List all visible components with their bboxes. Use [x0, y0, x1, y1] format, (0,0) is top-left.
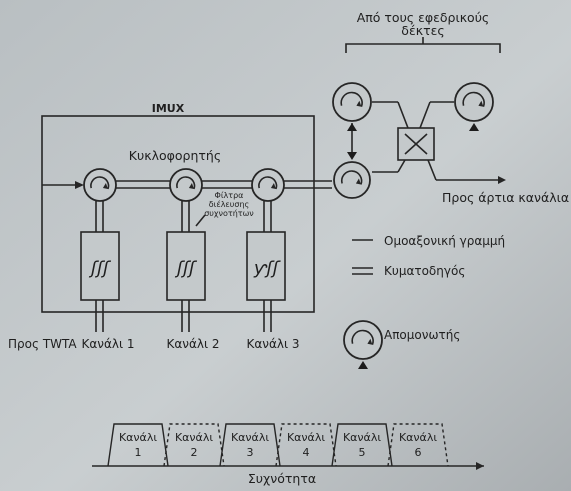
to-even-channels: Προς άρτια κανάλια	[442, 190, 569, 205]
circulator-2-icon	[169, 168, 203, 202]
spectrum-channel-5: Κανάλι 5	[331, 423, 393, 467]
circulator-label: Κυκλοφορητής	[129, 148, 221, 163]
spectrum-channel-number: 2	[191, 446, 198, 459]
spectrum-channel-label: Κανάλι	[119, 431, 157, 444]
coax-spare-left-diag	[397, 101, 409, 129]
imux-title: IMUX	[152, 102, 185, 115]
legend-coax-label: Ομοαξονική γραμμή	[384, 234, 505, 248]
filter-symbol-2: ʃʃʃ	[174, 258, 198, 279]
channel-output-3: Κανάλι 3	[246, 337, 299, 351]
circulator-1-icon	[83, 168, 117, 202]
spectrum-channel-1: Κανάλι 1	[107, 423, 169, 467]
spectrum-channel-4: Κανάλι 4	[275, 423, 337, 467]
filter-symbol-1: ʃʃʃ	[88, 258, 112, 279]
coax-spare-right-diag	[419, 101, 431, 129]
frequency-label: Συχνότητα	[248, 471, 316, 486]
spectrum-channel-3: Κανάλι 3	[219, 423, 281, 467]
legend-waveguide-label: Κυματοδηγός	[384, 264, 465, 278]
bandpass-filter-3	[246, 231, 286, 301]
frequency-axis-arrow	[476, 462, 484, 470]
spectrum-channel-label: Κανάλι	[343, 431, 381, 444]
bandpass-filter-2	[166, 231, 206, 301]
isolator-main-icon	[333, 152, 371, 199]
bandpass-filter-1	[80, 231, 120, 301]
legend-isolator-icon	[343, 320, 383, 369]
switch-cross-2	[404, 133, 428, 155]
spare-receivers-line2: δέκτες	[401, 23, 444, 38]
filter-label-pointer	[195, 214, 206, 227]
spectrum-channel-number: 5	[359, 446, 366, 459]
filter-label-line3: συχνοτήτων	[204, 209, 254, 218]
isolator-spare-right-icon	[454, 82, 494, 131]
spectrum-channel-label: Κανάλι	[175, 431, 213, 444]
spectrum-channel-number: 6	[415, 446, 422, 459]
spare-receivers-line1: Από τους εφεδρικούς	[357, 10, 490, 25]
spectrum-channel-6: Κανάλι 6	[387, 423, 449, 467]
spectrum-channel-label: Κανάλι	[231, 431, 269, 444]
imux-enclosure	[41, 115, 315, 313]
channel-output-2: Κανάλι 2	[166, 337, 219, 351]
filter-label-line1: Φίλτρα	[215, 191, 244, 200]
filter-symbol-3: ƴʃʃ	[253, 258, 281, 279]
coax-even-diag	[427, 159, 437, 181]
spectrum-channel-label: Κανάλι	[287, 431, 325, 444]
input-arrow	[75, 181, 84, 189]
isolator-main-icon-marker	[347, 152, 357, 160]
spectrum-channel-label: Κανάλι	[399, 431, 437, 444]
circulator-3-icon	[251, 168, 285, 202]
legend-isolator-label: Απομονωτής	[384, 328, 460, 342]
isolator-spare-left-icon-marker	[347, 123, 357, 131]
spectrum-channel-number: 1	[135, 446, 142, 459]
filter-label-line2: διέλευσης	[209, 199, 249, 209]
channel-output-1: Κανάλι 1	[81, 337, 134, 351]
to-twta-label: Προς TWTA	[8, 337, 77, 351]
spectrum-channel-number: 3	[247, 446, 254, 459]
isolator-spare-right-icon-marker	[469, 123, 479, 131]
isolator-spare-left-icon	[332, 82, 372, 131]
spectrum-channel-2: Κανάλι 2	[163, 423, 225, 467]
legend-isolator-icon-marker	[358, 361, 368, 369]
spectrum-channel-number: 4	[303, 446, 310, 459]
even-arrow	[498, 176, 506, 184]
coax-switch-in-diag	[397, 159, 406, 173]
